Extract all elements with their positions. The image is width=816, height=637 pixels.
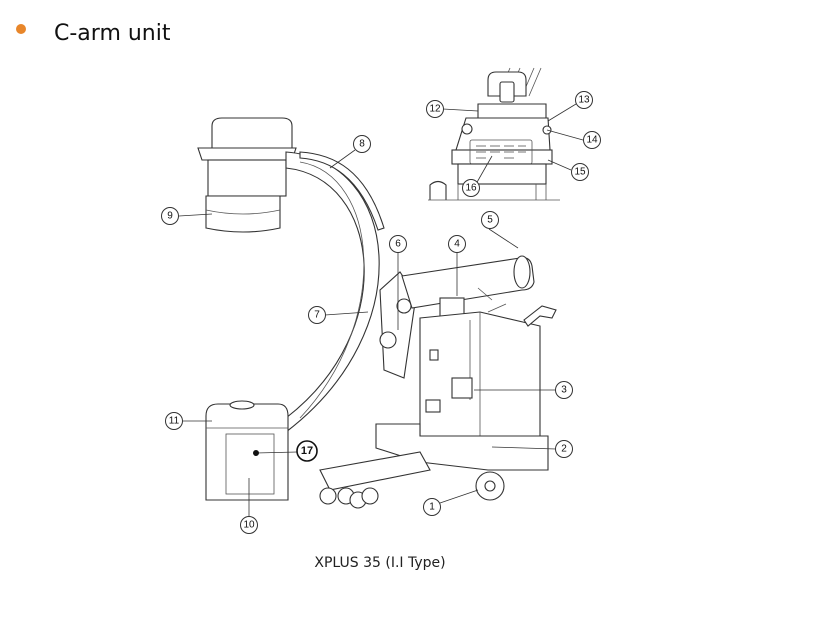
svg-text:2: 2 [561,444,567,455]
callout-11: 11 [165,412,183,430]
svg-text:10: 10 [243,520,255,531]
callout-16: 16 [462,179,480,197]
svg-text:12: 12 [429,104,441,115]
callout-7: 7 [308,306,326,324]
figure-caption: XPLUS 35 (I.I Type) [314,555,446,571]
svg-text:6: 6 [395,239,401,250]
svg-text:5: 5 [487,215,493,226]
svg-text:9: 9 [167,211,173,222]
svg-text:1: 1 [429,502,435,513]
callout-1: 1 [423,498,441,516]
c-arm-drawing [197,117,417,501]
callout-14: 14 [583,131,601,149]
leader-lines [178,103,584,520]
slide-title: C-arm unit [54,21,171,46]
mobile-stand-drawing [319,255,557,509]
callout-5: 5 [481,211,499,229]
callout-10: 10 [240,516,258,534]
marker-dot-17 [253,450,259,456]
callout-4: 4 [448,235,466,253]
control-panel-drawing [428,67,560,201]
callout-3: 3 [555,381,573,399]
svg-text:17: 17 [301,445,313,457]
bullet-icon [16,24,26,34]
callout-13: 13 [575,91,593,109]
svg-text:3: 3 [561,385,567,396]
callout-9: 9 [161,207,179,225]
svg-text:13: 13 [578,95,590,106]
callout-17: 17 [296,440,318,462]
callout-6: 6 [389,235,407,253]
svg-text:15: 15 [574,167,586,178]
svg-text:8: 8 [359,139,365,150]
svg-text:16: 16 [465,183,477,194]
callout-15: 15 [571,163,589,181]
svg-text:4: 4 [454,239,460,250]
svg-text:11: 11 [169,416,180,427]
callout-2: 2 [555,440,573,458]
svg-text:7: 7 [314,310,320,321]
callout-12: 12 [426,100,444,118]
svg-text:14: 14 [586,135,598,146]
callout-8: 8 [353,135,371,153]
